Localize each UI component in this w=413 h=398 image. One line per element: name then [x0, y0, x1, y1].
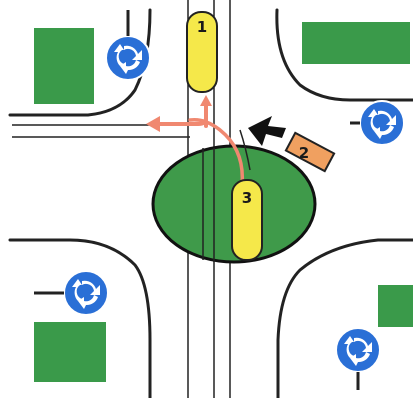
roundabout-sign-icon — [335, 327, 381, 373]
roundabout-sign-icon — [359, 100, 405, 146]
grass-block-top-right — [302, 22, 410, 64]
roundabout-sign-icon — [105, 35, 151, 81]
roundabout-sign-icon — [63, 270, 109, 316]
road-kerbs — [8, 8, 413, 398]
vehicle-1: 1 — [186, 11, 218, 93]
path-arrow-vehicle-1 — [154, 98, 208, 128]
grass-block-bottom-right — [378, 285, 413, 327]
island-lane-lines — [202, 148, 215, 262]
vehicle-2-label: 2 — [299, 144, 309, 162]
sign-posts — [34, 10, 360, 390]
yield-arrow-icon — [248, 116, 286, 146]
grass-block-bottom-left — [34, 322, 106, 382]
path-arrow-vehicle-3 — [188, 117, 245, 187]
vehicle-1-label: 1 — [197, 18, 207, 36]
direction-arrow-icon — [146, 116, 160, 132]
vehicle-3-label: 3 — [242, 189, 252, 207]
vehicle-3: 3 — [231, 179, 263, 261]
grass-block-top-left — [34, 28, 94, 104]
path-line-vehicle-2 — [239, 129, 251, 171]
direction-arrow-icon — [200, 95, 212, 106]
vehicle-2: 2 — [284, 131, 336, 173]
